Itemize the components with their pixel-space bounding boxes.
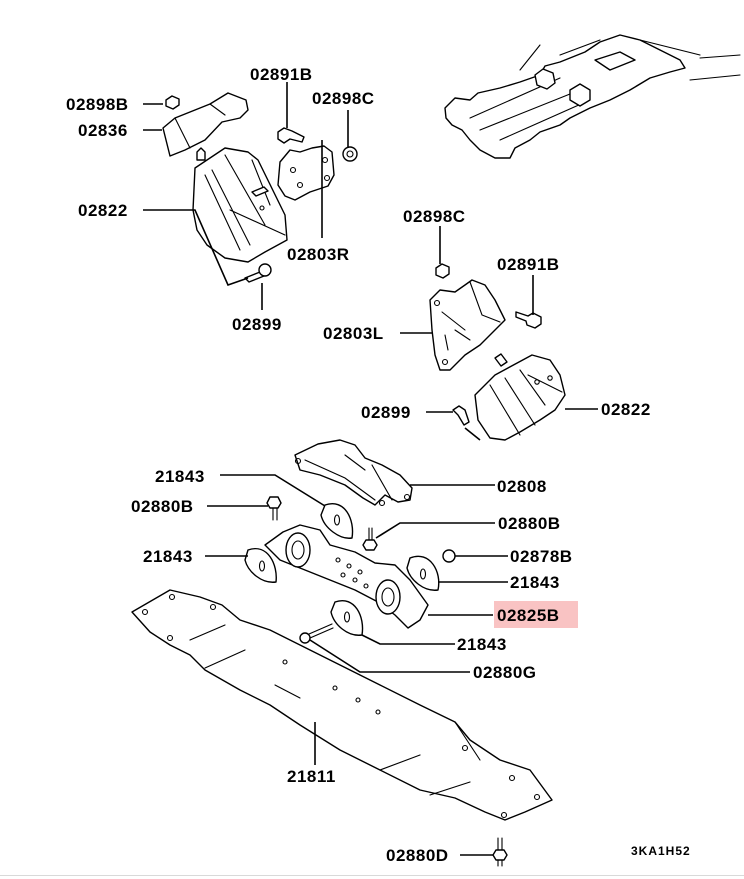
figure-code: 3KA1H52 [631,844,691,858]
washer-21843-right-part [406,555,440,591]
callout-label[interactable]: 02899 [361,403,411,422]
callout-label[interactable]: 02878B [510,547,573,566]
engine-mount-02822-right-part [474,353,566,441]
bracket-02803R-part [277,145,335,201]
callout-label[interactable]: 02880B [498,514,561,533]
highlight-box [494,601,578,628]
nut-02898B-part [165,95,180,110]
callout-label[interactable]: 21811 [287,767,336,786]
washer-21843-left-part [244,547,277,583]
callout-label[interactable]: 02898C [312,89,375,108]
crossmember-bracket-02825B-part [264,524,429,629]
callout-label[interactable]: 02803R [287,245,350,264]
leader-lines [143,82,598,856]
nut-02898C-upper-part [342,146,358,162]
callout-label[interactable]: 02898C [403,207,466,226]
callout-label[interactable]: 02822 [78,201,128,220]
callout-label[interactable]: 21843 [143,547,193,566]
bracket-02803L-part [429,279,506,371]
callout-label-highlighted[interactable]: 02825B [497,606,560,625]
bolt-02880G-part [299,623,334,644]
callout-label[interactable]: 02803L [323,324,384,343]
nut-02898C-lower-part [435,263,450,279]
bottom-divider [0,875,744,876]
callout-label[interactable]: 02891B [250,65,313,84]
callout-label[interactable]: 02880B [131,497,194,516]
engine-mount-02822-left-part [192,147,288,263]
washer-21843-lower-part [330,599,364,636]
vehicle-frame-inset [444,34,741,159]
bolt-02880D-part [492,837,508,867]
bracket-02808-part [294,439,413,507]
bolt-02899-left-part [244,263,272,283]
callout-label[interactable]: 02891B [497,255,560,274]
callout-label[interactable]: 21843 [457,635,507,654]
bolt-02899-right-part [452,405,470,426]
callout-labels: 02891B 02898B 02898C 02836 02822 02803R … [66,65,691,865]
bolt-02880B-right-part [362,527,378,551]
bracket-02836-part [162,92,249,157]
bolt-02891B-upper-part [277,127,305,144]
callout-label[interactable]: 02836 [78,121,128,140]
callout-label[interactable]: 21843 [155,467,205,486]
callout-label[interactable]: 02880D [386,846,449,865]
bolt-02880B-left-part [266,496,282,521]
bolt-02891B-lower-part [515,311,542,329]
callout-label[interactable]: 21843 [510,573,560,592]
nut-02878B-part [442,549,456,563]
crossmember-21811-part [131,589,553,821]
callout-label[interactable]: 02880G [473,663,537,682]
callout-label[interactable]: 02808 [497,477,547,496]
callout-label[interactable]: 02898B [66,95,129,114]
washer-21843-upper-part [320,502,354,539]
callout-label[interactable]: 02899 [232,315,282,334]
callout-label[interactable]: 02822 [601,400,651,419]
